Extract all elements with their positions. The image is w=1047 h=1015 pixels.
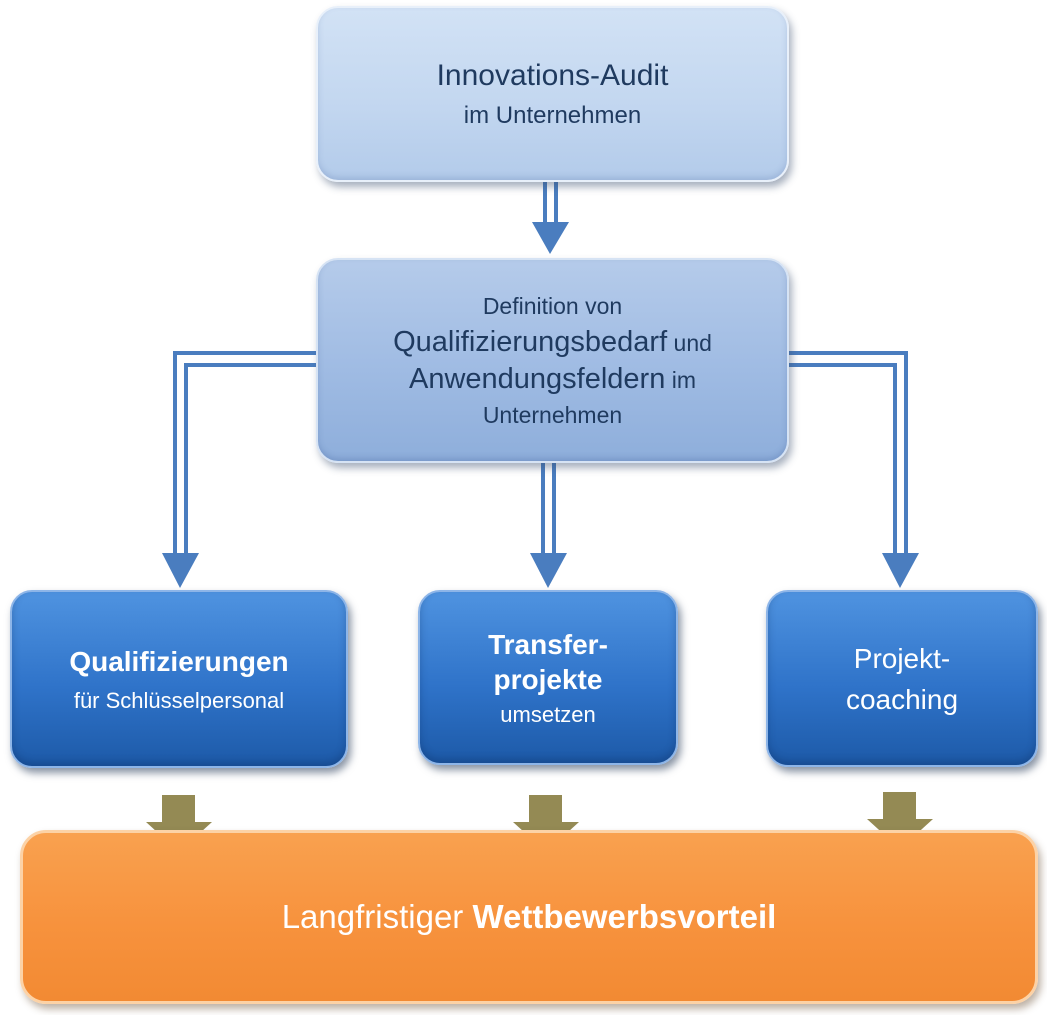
wettbewerbsvorteil-box: Langfristiger Wettbewerbsvorteil	[20, 830, 1038, 1004]
definition-box: Definition von Qualifizierungsbedarf und…	[316, 258, 789, 463]
qualifizierungen-subtitle: für Schlüsselpersonal	[73, 687, 285, 713]
definition-connector-im: im	[665, 366, 697, 393]
arrow-definition-to-transfer	[530, 463, 567, 588]
definition-connector-und: und	[667, 330, 712, 357]
definition-term-qualifizierungsbedarf: Qualifizierungsbedarf	[393, 326, 668, 359]
arrowhead-coaching	[882, 553, 919, 588]
arrow-transfer-to-result	[513, 795, 579, 852]
arrowhead-qualifizierungen	[162, 553, 199, 588]
projektcoaching-line-1: Projekt-	[853, 642, 951, 674]
transferprojekte-subtitle: umsetzen	[500, 701, 596, 727]
innovations-audit-subtitle: im Unternehmen	[463, 101, 642, 129]
wettbewerbsvorteil-title: Langfristiger Wettbewerbsvorteil	[282, 896, 777, 937]
definition-line-1: Definition von	[482, 292, 623, 319]
arrow-coaching-to-result	[867, 792, 933, 849]
wettbewerbsvorteil-part-1: Langfristiger	[281, 898, 464, 936]
arrow-audit-to-definition	[532, 182, 569, 254]
wettbewerbsvorteil-part-2: Wettbewerbsvorteil	[463, 898, 777, 936]
projektcoaching-line-2: coaching	[845, 683, 959, 715]
qualifizierungen-box: Qualifizierungen für Schlüsselpersonal	[10, 590, 348, 768]
projektcoaching-box: Projekt- coaching	[766, 590, 1038, 767]
definition-term-anwendungsfeldern: Anwendungsfeldern	[408, 362, 666, 395]
arrow-qualifizierungen-to-result	[146, 795, 212, 852]
definition-line-3: Anwendungsfeldern im	[409, 361, 696, 397]
definition-line-2: Qualifizierungsbedarf und	[393, 324, 712, 360]
definition-line-4: Unternehmen	[482, 401, 623, 428]
transferprojekte-title-line-2: projekte	[493, 663, 603, 695]
innovations-audit-title: Innovations-Audit	[436, 59, 669, 93]
transferprojekte-box: Transfer- projekte umsetzen	[418, 590, 678, 765]
transferprojekte-title-line-1: Transfer-	[488, 628, 608, 660]
arrow-definition-to-coaching	[788, 351, 908, 556]
innovations-audit-box: Innovations-Audit im Unternehmen	[316, 6, 789, 182]
arrow-definition-to-qualifizierungen	[173, 351, 318, 556]
qualifizierungen-title: Qualifizierungen	[69, 645, 289, 677]
